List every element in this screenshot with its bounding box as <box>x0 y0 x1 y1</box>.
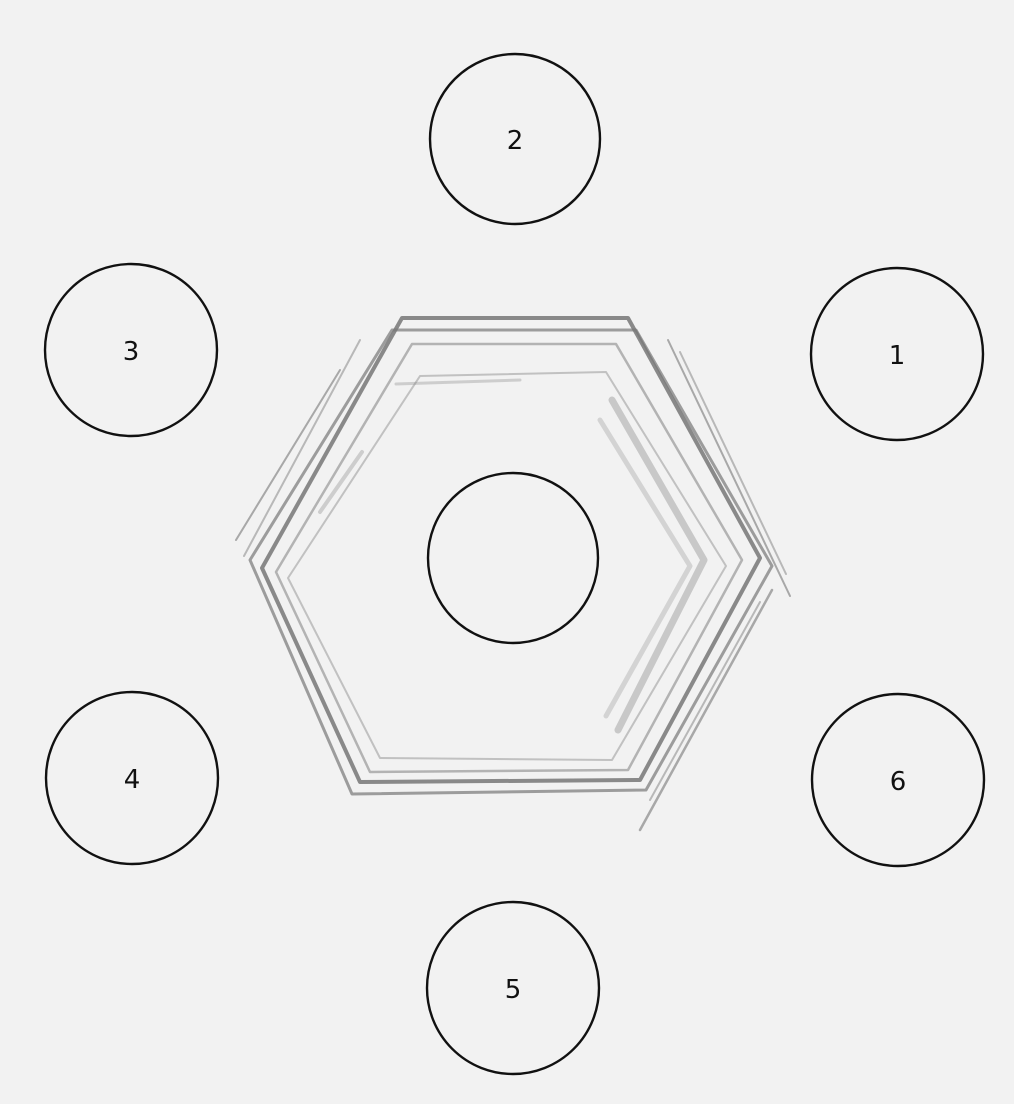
circle-center <box>428 473 598 643</box>
circle-5: 5 <box>427 902 599 1074</box>
circle-4: 4 <box>46 692 218 864</box>
circle-1: 1 <box>811 268 983 440</box>
hexagon-stroke <box>262 318 760 782</box>
circle-6: 6 <box>812 694 984 866</box>
hexagon-stroke <box>288 372 726 760</box>
hexagon-shading <box>396 380 520 384</box>
circle-6-label: 6 <box>890 767 907 797</box>
hexagon-sketch <box>236 318 790 830</box>
circle-3-label: 3 <box>123 337 140 367</box>
circle-center-outline <box>428 473 598 643</box>
circle-1-label: 1 <box>889 341 906 371</box>
circle-5-label: 5 <box>505 975 522 1005</box>
circle-2: 2 <box>430 54 600 224</box>
circle-4-label: 4 <box>124 765 141 795</box>
hexagon-stroke <box>244 340 360 556</box>
hexagon-stroke <box>276 344 742 772</box>
circle-2-label: 2 <box>507 126 524 156</box>
circle-3: 3 <box>45 264 217 436</box>
